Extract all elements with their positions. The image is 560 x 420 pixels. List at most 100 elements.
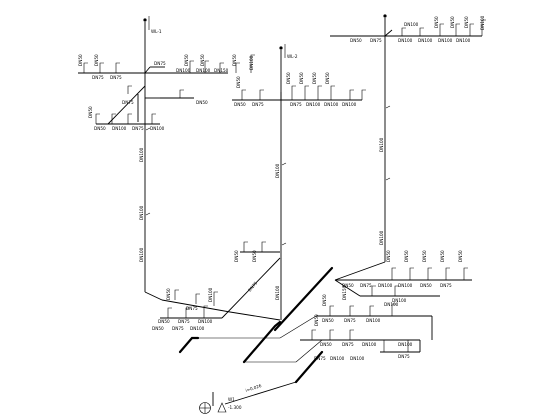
lbl-ll-7: DN75 — [186, 306, 198, 311]
riser-size-wl2-b: DN100 — [275, 285, 280, 300]
lbl-lr-5: DN50 — [420, 283, 432, 288]
lbl-lr-11: DN50 — [458, 250, 463, 262]
outlet-slope: i=0.026 — [245, 383, 263, 393]
lbl-b2-5: DN100 — [324, 102, 339, 107]
riser-top-wl3 — [383, 14, 387, 18]
riser-size-wl2-a: DN100 — [275, 163, 280, 178]
lbl-lr-18: DN75 — [342, 342, 354, 347]
riser-cleanouts — [145, 105, 391, 246]
riser-label-wl1: WL-1 — [151, 29, 162, 34]
lbl-b1d-3: DN100 — [112, 126, 127, 131]
lbl-ll-5: DN75 — [178, 319, 190, 324]
branch-lower-right: DN50 DN75 DN100 DN100 DN50 DN75 DN50 DN5… — [300, 250, 472, 361]
lbl-b1-6: DN100 — [176, 68, 191, 73]
lbl-lr-27: DN150 — [342, 285, 347, 300]
lbl-lr-20: DN75 — [398, 354, 410, 359]
lbl-lr-4: DN100 — [398, 283, 413, 288]
lbl-b2-6: DN100 — [342, 102, 357, 107]
lbl-lr-1: DN50 — [342, 283, 354, 288]
lbl-b1d-7: DN50 — [196, 100, 208, 105]
main-collector — [178, 266, 334, 384]
lbl-lr-19: DN100 — [362, 342, 377, 347]
lbl-lr-17: DN50 — [320, 342, 332, 347]
lbl-b2-10: DN50 — [325, 72, 330, 84]
branch-wl1-diagonal: DN75 DN50 DN100 DN75 DN100 DN50 DN50 — [88, 85, 208, 131]
riser-top-wl1: WL-1 — [143, 16, 162, 34]
lbl-lr-16: DN100 — [384, 302, 399, 307]
riser-size-wl1-a: DN100 — [139, 147, 144, 162]
lbl-b2-11: DN50 — [236, 76, 241, 88]
lbl-lr-10: DN50 — [440, 250, 445, 262]
lbl-ll-6: DN100 — [198, 319, 213, 324]
lbl-b1d-5: DN100 — [150, 126, 165, 131]
lbl-lr-9: DN50 — [422, 250, 427, 262]
lbl-ll-4: DN50 — [158, 319, 170, 324]
outlet-triangle-icon — [217, 402, 227, 413]
lbl-b1-8: DN150 — [214, 68, 229, 73]
lbl-ll-9: DN100 — [208, 287, 213, 302]
outlet: W1 -1.300 i=0.026 — [199, 381, 297, 414]
lbl-b2-1: DN50 — [234, 102, 246, 107]
lbl-b3-8: DN50 — [434, 16, 439, 28]
lbl-b1-11: DN50 — [200, 54, 205, 66]
lbl-lr-23: DN100 — [330, 356, 345, 361]
lbl-b2-4: DN100 — [306, 102, 321, 107]
lbl-b3-1: DN50 — [350, 38, 362, 43]
lbl-lr-24: DN100 — [350, 356, 365, 361]
riser-size-wl1-c: DN100 — [139, 247, 144, 262]
lbl-b2-8: DN50 — [299, 72, 304, 84]
lbl-b3-10: DN50 — [464, 16, 469, 28]
branch-wl2: DN50 DN75 DN75 DN100 DN100 DN100 DN50 DN… — [232, 72, 366, 107]
lbl-b2-2: DN75 — [252, 102, 264, 107]
lbl-b3-11: DN100 — [480, 15, 485, 30]
branch-lower-left: DN50 DN75 DN100 DN50 DN75 DN100 DN75 DN5… — [144, 241, 281, 331]
lbl-lr-3: DN100 — [378, 283, 393, 288]
lbl-ll-8: DN50 — [166, 288, 171, 300]
lbl-lr-13: DN50 — [322, 318, 334, 323]
lbl-b1d-2: DN50 — [94, 126, 106, 131]
lbl-b3-3: DN100 — [398, 38, 413, 43]
lbl-ll-1: DN50 — [152, 326, 164, 331]
outlet-label: W1 — [228, 397, 235, 402]
lbl-b2-3: DN75 — [290, 102, 302, 107]
lbl-b1-3: DN75 — [92, 75, 104, 80]
lbl-b1d-4: DN75 — [132, 126, 144, 131]
lbl-b1-12: DN50 — [232, 54, 237, 66]
riser-size-wl1-b: DN100 — [139, 205, 144, 220]
lbl-b1d-6: DN50 — [88, 106, 93, 118]
lbl-b2-7: DN50 — [286, 72, 291, 84]
lbl-lr-6: DN75 — [440, 283, 452, 288]
lbl-lr-15: DN100 — [366, 318, 381, 323]
lbl-b3-5: DN100 — [438, 38, 453, 43]
lbl-lr-7: DN50 — [386, 250, 391, 262]
lbl-b1-2: DN50 — [94, 54, 99, 66]
lbl-b1-1: DN50 — [78, 54, 83, 66]
lbl-ll-3: DN100 — [190, 326, 205, 331]
lbl-lr-25: DN50 — [314, 314, 319, 326]
lbl-b3-7: DN100 — [404, 22, 419, 27]
riser-top-wl2: WL-2 — [279, 44, 298, 59]
lbl-b1-9: DN100 — [249, 55, 254, 70]
lbl-lr-14: DN75 — [344, 318, 356, 323]
lbl-b1d-1: DN75 — [122, 100, 134, 105]
lbl-lr-22: DN75 — [314, 356, 326, 361]
lbl-ll-11: DN50 — [252, 250, 257, 262]
lbl-b3-9: DN50 — [450, 16, 455, 28]
lbl-b2-9: DN50 — [312, 72, 317, 84]
lbl-ll-12: DN75 — [247, 280, 259, 292]
riser-label-wl2: WL-2 — [287, 54, 298, 59]
outlet-elevation: -1.300 — [228, 405, 242, 410]
lbl-b3-4: DN100 — [418, 38, 433, 43]
lbl-lr-21: DN100 — [398, 342, 413, 347]
lbl-lr-26: DN50 — [322, 294, 327, 306]
lbl-b1-5: DN75 — [154, 61, 166, 66]
lbl-ll-10: DN50 — [234, 250, 239, 262]
lbl-lr-2: DN75 — [360, 283, 372, 288]
lbl-ll-2: DN75 — [172, 326, 184, 331]
lbl-b1-10: DN50 — [184, 54, 189, 66]
riser-size-wl3-a: DN100 — [379, 137, 384, 152]
riser-size-wl3-b: DN100 — [379, 230, 384, 245]
lbl-b1-7: DN100 — [196, 68, 211, 73]
